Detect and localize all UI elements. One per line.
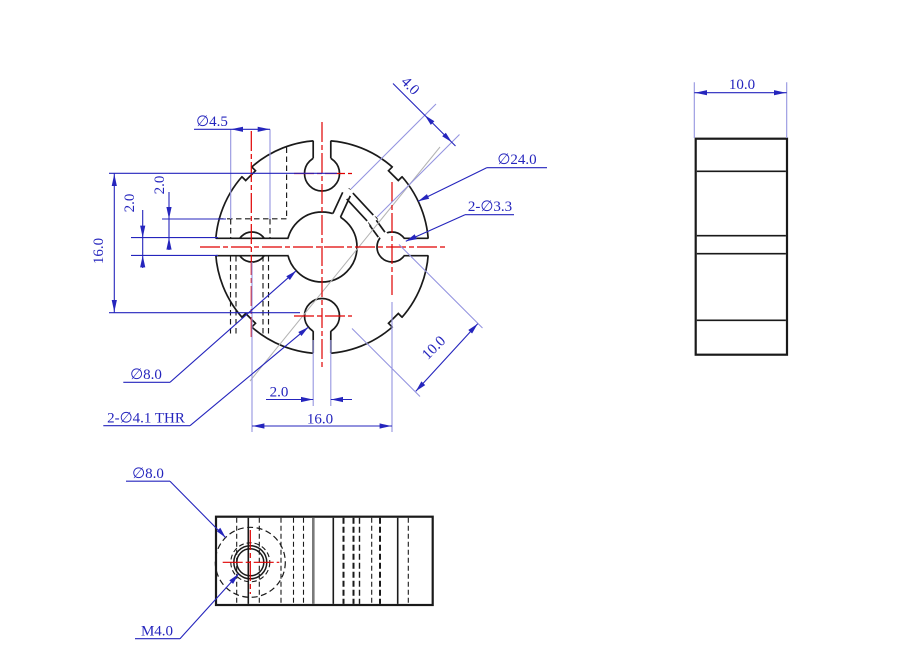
- side-view-section-lines: [696, 170, 786, 322]
- arrow: [216, 527, 226, 538]
- extension-lines: [230, 82, 788, 432]
- label-dim-hidden-offset: 2.0: [152, 176, 168, 195]
- front-view-bold-hidden-lines: [342, 517, 381, 604]
- arrow: [140, 225, 146, 238]
- hidden-bore-circle: [214, 526, 286, 598]
- arrow: [415, 381, 426, 392]
- arrow: [257, 126, 270, 132]
- label-side-width: 10.0: [729, 77, 755, 93]
- leader-lines: [103, 167, 547, 640]
- label-dim-slit-width: 2.0: [122, 194, 138, 213]
- label-dim-vertical-span: 16.0: [91, 238, 107, 264]
- arrow: [442, 132, 452, 143]
- front-view-outline: [214, 515, 434, 607]
- arrow: [286, 270, 297, 280]
- arrow: [166, 237, 172, 250]
- side-view-outline: [694, 137, 789, 356]
- arrow: [468, 323, 478, 334]
- arrow: [231, 126, 243, 132]
- label-dim-slot-width: 2.0: [270, 385, 289, 401]
- arrow: [418, 194, 430, 202]
- label-dia-bore: ∅8.0: [130, 367, 162, 383]
- arrow: [331, 396, 343, 403]
- hidden-lines: [218, 147, 288, 334]
- side-view: [694, 137, 789, 356]
- label-dia-outer: ∅24.0: [497, 152, 536, 168]
- arrow: [301, 396, 313, 403]
- arrow: [379, 423, 392, 429]
- arrow: [252, 423, 265, 429]
- centerlines: [200, 122, 448, 594]
- label-dim-horizontal-span: 16.0: [307, 412, 333, 428]
- arrow: [424, 115, 435, 125]
- label-dia-side-holes: 2-∅3.3: [468, 199, 512, 215]
- arrow: [166, 207, 172, 219]
- arrowheads: [111, 90, 786, 584]
- arrow: [111, 300, 117, 312]
- arrow: [140, 255, 146, 268]
- label-front-dia-bore: ∅8.0: [132, 466, 164, 482]
- arrow: [774, 90, 786, 96]
- arrow: [111, 174, 117, 186]
- label-front-thread: M4.0: [141, 624, 173, 640]
- arrow: [405, 234, 417, 242]
- label-dia-thru-holes: 2-∅4.1 THR: [107, 411, 185, 427]
- arrow: [229, 574, 239, 584]
- arrow: [695, 90, 707, 96]
- label-dia-counterbore: ∅4.5: [196, 114, 228, 130]
- front-view-solid-lines: [247, 517, 399, 604]
- arrow: [298, 327, 309, 336]
